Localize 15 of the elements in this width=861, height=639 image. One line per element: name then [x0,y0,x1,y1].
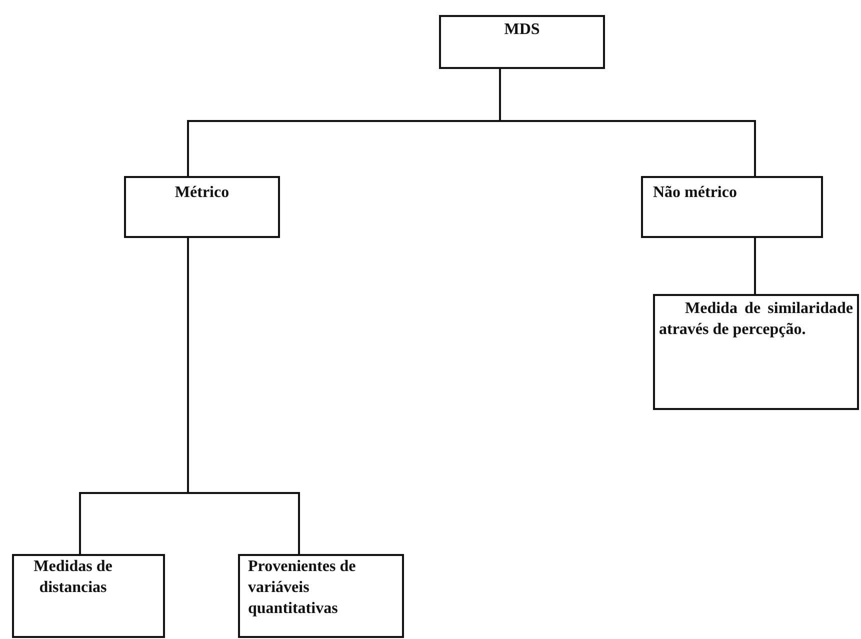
category-label: Provenientes de variáveis quantitativas [248,557,357,619]
connector-line [754,238,756,294]
category-box [238,554,404,638]
category-box [124,176,280,238]
category-box [12,554,165,638]
category-label: MDS [503,20,541,40]
category-label: Medidas de distancias [32,557,114,598]
category-box [439,15,605,69]
connector-line [187,238,300,554]
category-box [641,176,823,238]
category-label: Medida de similaridade através de percepção. [659,299,853,340]
category-label: Métrico [174,183,230,203]
category-label: Não métrico [653,183,738,203]
connector-line [499,69,756,176]
category-box [653,294,859,410]
